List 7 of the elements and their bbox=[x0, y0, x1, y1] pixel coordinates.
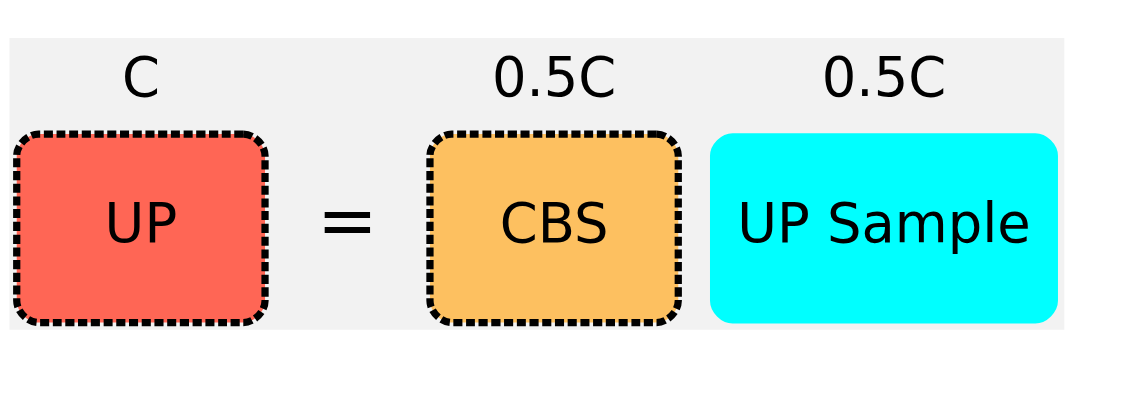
node-label: 0.5C bbox=[821, 45, 947, 109]
node-box: CBS bbox=[426, 129, 682, 326]
node-label: C bbox=[121, 45, 160, 109]
node-box: UP Sample bbox=[710, 132, 1058, 323]
node-box: UP bbox=[13, 129, 269, 326]
label: = bbox=[317, 178, 378, 263]
node-label: 0.5C bbox=[491, 45, 617, 109]
